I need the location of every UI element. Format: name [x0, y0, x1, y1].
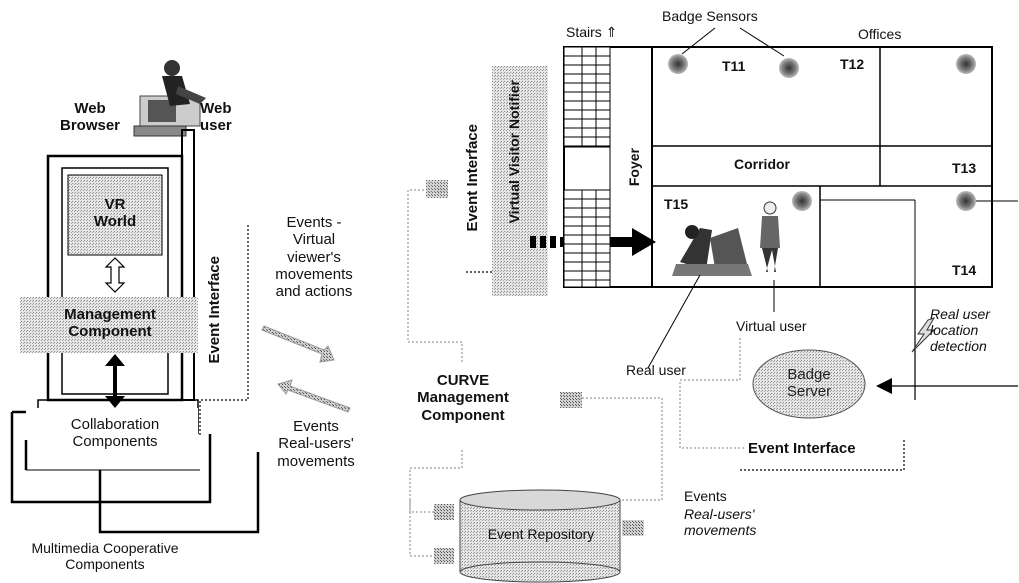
- badge-sensor: [668, 54, 688, 74]
- real-user-pointer: [647, 274, 701, 369]
- events-virtual-label: Events - Virtual viewer's movements and …: [275, 214, 353, 300]
- left-event-interface-label: Event Interface: [206, 256, 223, 364]
- badge-server-label: Badge Server: [786, 366, 832, 401]
- real-user-location-label: Real user location detection: [930, 306, 990, 355]
- web-browser-label: Web Browser: [60, 100, 121, 135]
- room-t14-label: T14: [952, 262, 977, 278]
- badge-sensor: [792, 191, 812, 211]
- real-user-label: Real user: [626, 362, 686, 378]
- collaboration-components-label: Collaboration Components: [70, 416, 160, 451]
- vr-world-box: [67, 174, 163, 256]
- curve-to-repo-line: [409, 450, 463, 513]
- badge-sensor: [779, 58, 799, 78]
- badge-sensor-pointer: [739, 27, 785, 57]
- events-real-label: Events Real-users' movements: [277, 418, 355, 470]
- browser-frame-right: [181, 129, 195, 401]
- left-event-interface-line: [199, 225, 249, 436]
- multimedia-components-label: Multimedia Cooperative Components: [31, 540, 179, 573]
- vr-management-double-arrow: [104, 257, 126, 293]
- badge-server-input-arrow: [876, 378, 892, 394]
- right-event-interface-label: Event Interface: [748, 440, 856, 457]
- badge-server-ellipse: [752, 349, 866, 419]
- event-repository-label: Event Repository: [487, 526, 595, 542]
- web-user-label: Web user: [200, 100, 232, 135]
- virtual-visitor-notifier-label: Virtual Visitor Notifier: [506, 80, 522, 224]
- collaboration-components-box: [26, 408, 198, 472]
- virtual-visitor-notifier-box: [492, 66, 548, 296]
- stairs-label: Stairs ⇑: [566, 24, 618, 40]
- event-arrow-right: [261, 325, 335, 363]
- lightning-icon: [911, 317, 936, 353]
- curve-to-notifier-line: [407, 185, 463, 362]
- stairs-top: [563, 46, 611, 148]
- notifier-input-arrow: [426, 180, 448, 198]
- right-event-interface-line: [740, 440, 905, 471]
- real-user-figure: [672, 225, 752, 276]
- room-t11-label: T11: [722, 58, 746, 74]
- events-bottom-title: Events: [684, 488, 727, 504]
- curve-management-label: CURVE Management Component: [417, 372, 509, 424]
- badge-sensor-pointer: [681, 27, 716, 55]
- management-component-label: Management Component: [64, 306, 156, 341]
- management-collab-arrow: [105, 354, 125, 408]
- virtual-user-figure: [760, 201, 780, 272]
- event-arrow-left: [277, 379, 351, 413]
- badge-sensors-label: Badge Sensors: [662, 8, 758, 24]
- corridor-label: Corridor: [734, 156, 790, 172]
- badge-sensor: [956, 54, 976, 74]
- offices-label: Offices: [858, 26, 902, 42]
- foyer-label: Foyer: [626, 148, 642, 187]
- repo-to-curve-line: [580, 397, 663, 501]
- room-t15-label: T15: [664, 196, 689, 212]
- management-component-box: [20, 297, 198, 353]
- web-user-icon: [133, 60, 206, 137]
- badge-sensor: [956, 191, 976, 211]
- events-bottom-italic: Real-users' movements: [684, 506, 757, 539]
- room-t13-label: T13: [952, 160, 977, 176]
- event-repository-cylinder: [459, 489, 621, 583]
- stairs-bottom: [563, 189, 611, 288]
- virtual-user-label: Virtual user: [736, 318, 807, 334]
- notifier-event-interface-label: Event Interface: [464, 124, 481, 232]
- vr-world-label: VR World: [93, 196, 137, 231]
- multimedia-components-box: [10, 412, 212, 504]
- room-t12-label: T12: [840, 56, 865, 72]
